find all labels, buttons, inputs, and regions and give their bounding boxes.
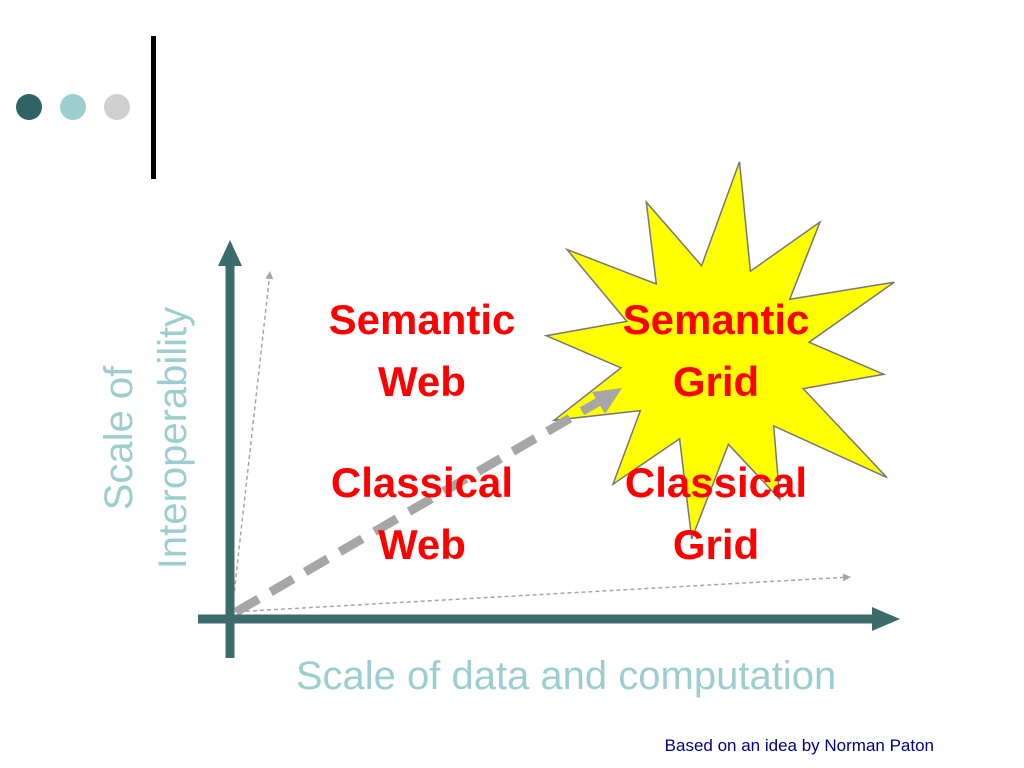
- y-axis-label: Scale of Interoperability: [97, 306, 195, 570]
- diagonal-progress-arrow: [233, 398, 601, 616]
- quadrant-classical-web: Classical Web: [330, 459, 514, 568]
- vertical-guide-arrow: [231, 271, 274, 613]
- y-axis-arrowhead: [218, 240, 242, 266]
- credit-note: Based on an idea by Norman Paton: [664, 736, 934, 755]
- horizontal-guide-arrow: [231, 573, 851, 613]
- decorative-dot-gray: [104, 94, 130, 120]
- title-divider-bar: [151, 36, 156, 179]
- decorative-dot-dark: [16, 94, 42, 120]
- quadrant-semantic-grid: Semantic Grid: [622, 296, 810, 405]
- starburst-highlight: [543, 161, 895, 540]
- decorative-dot-light: [60, 94, 86, 120]
- quadrant-semantic-web: Semantic Web: [328, 296, 516, 405]
- diagonal-arrow-head: [592, 388, 622, 414]
- x-axis-arrowhead: [872, 607, 900, 631]
- quadrant-classical-grid: Classical Grid: [624, 459, 808, 568]
- x-axis-label: Scale of data and computation: [295, 654, 837, 698]
